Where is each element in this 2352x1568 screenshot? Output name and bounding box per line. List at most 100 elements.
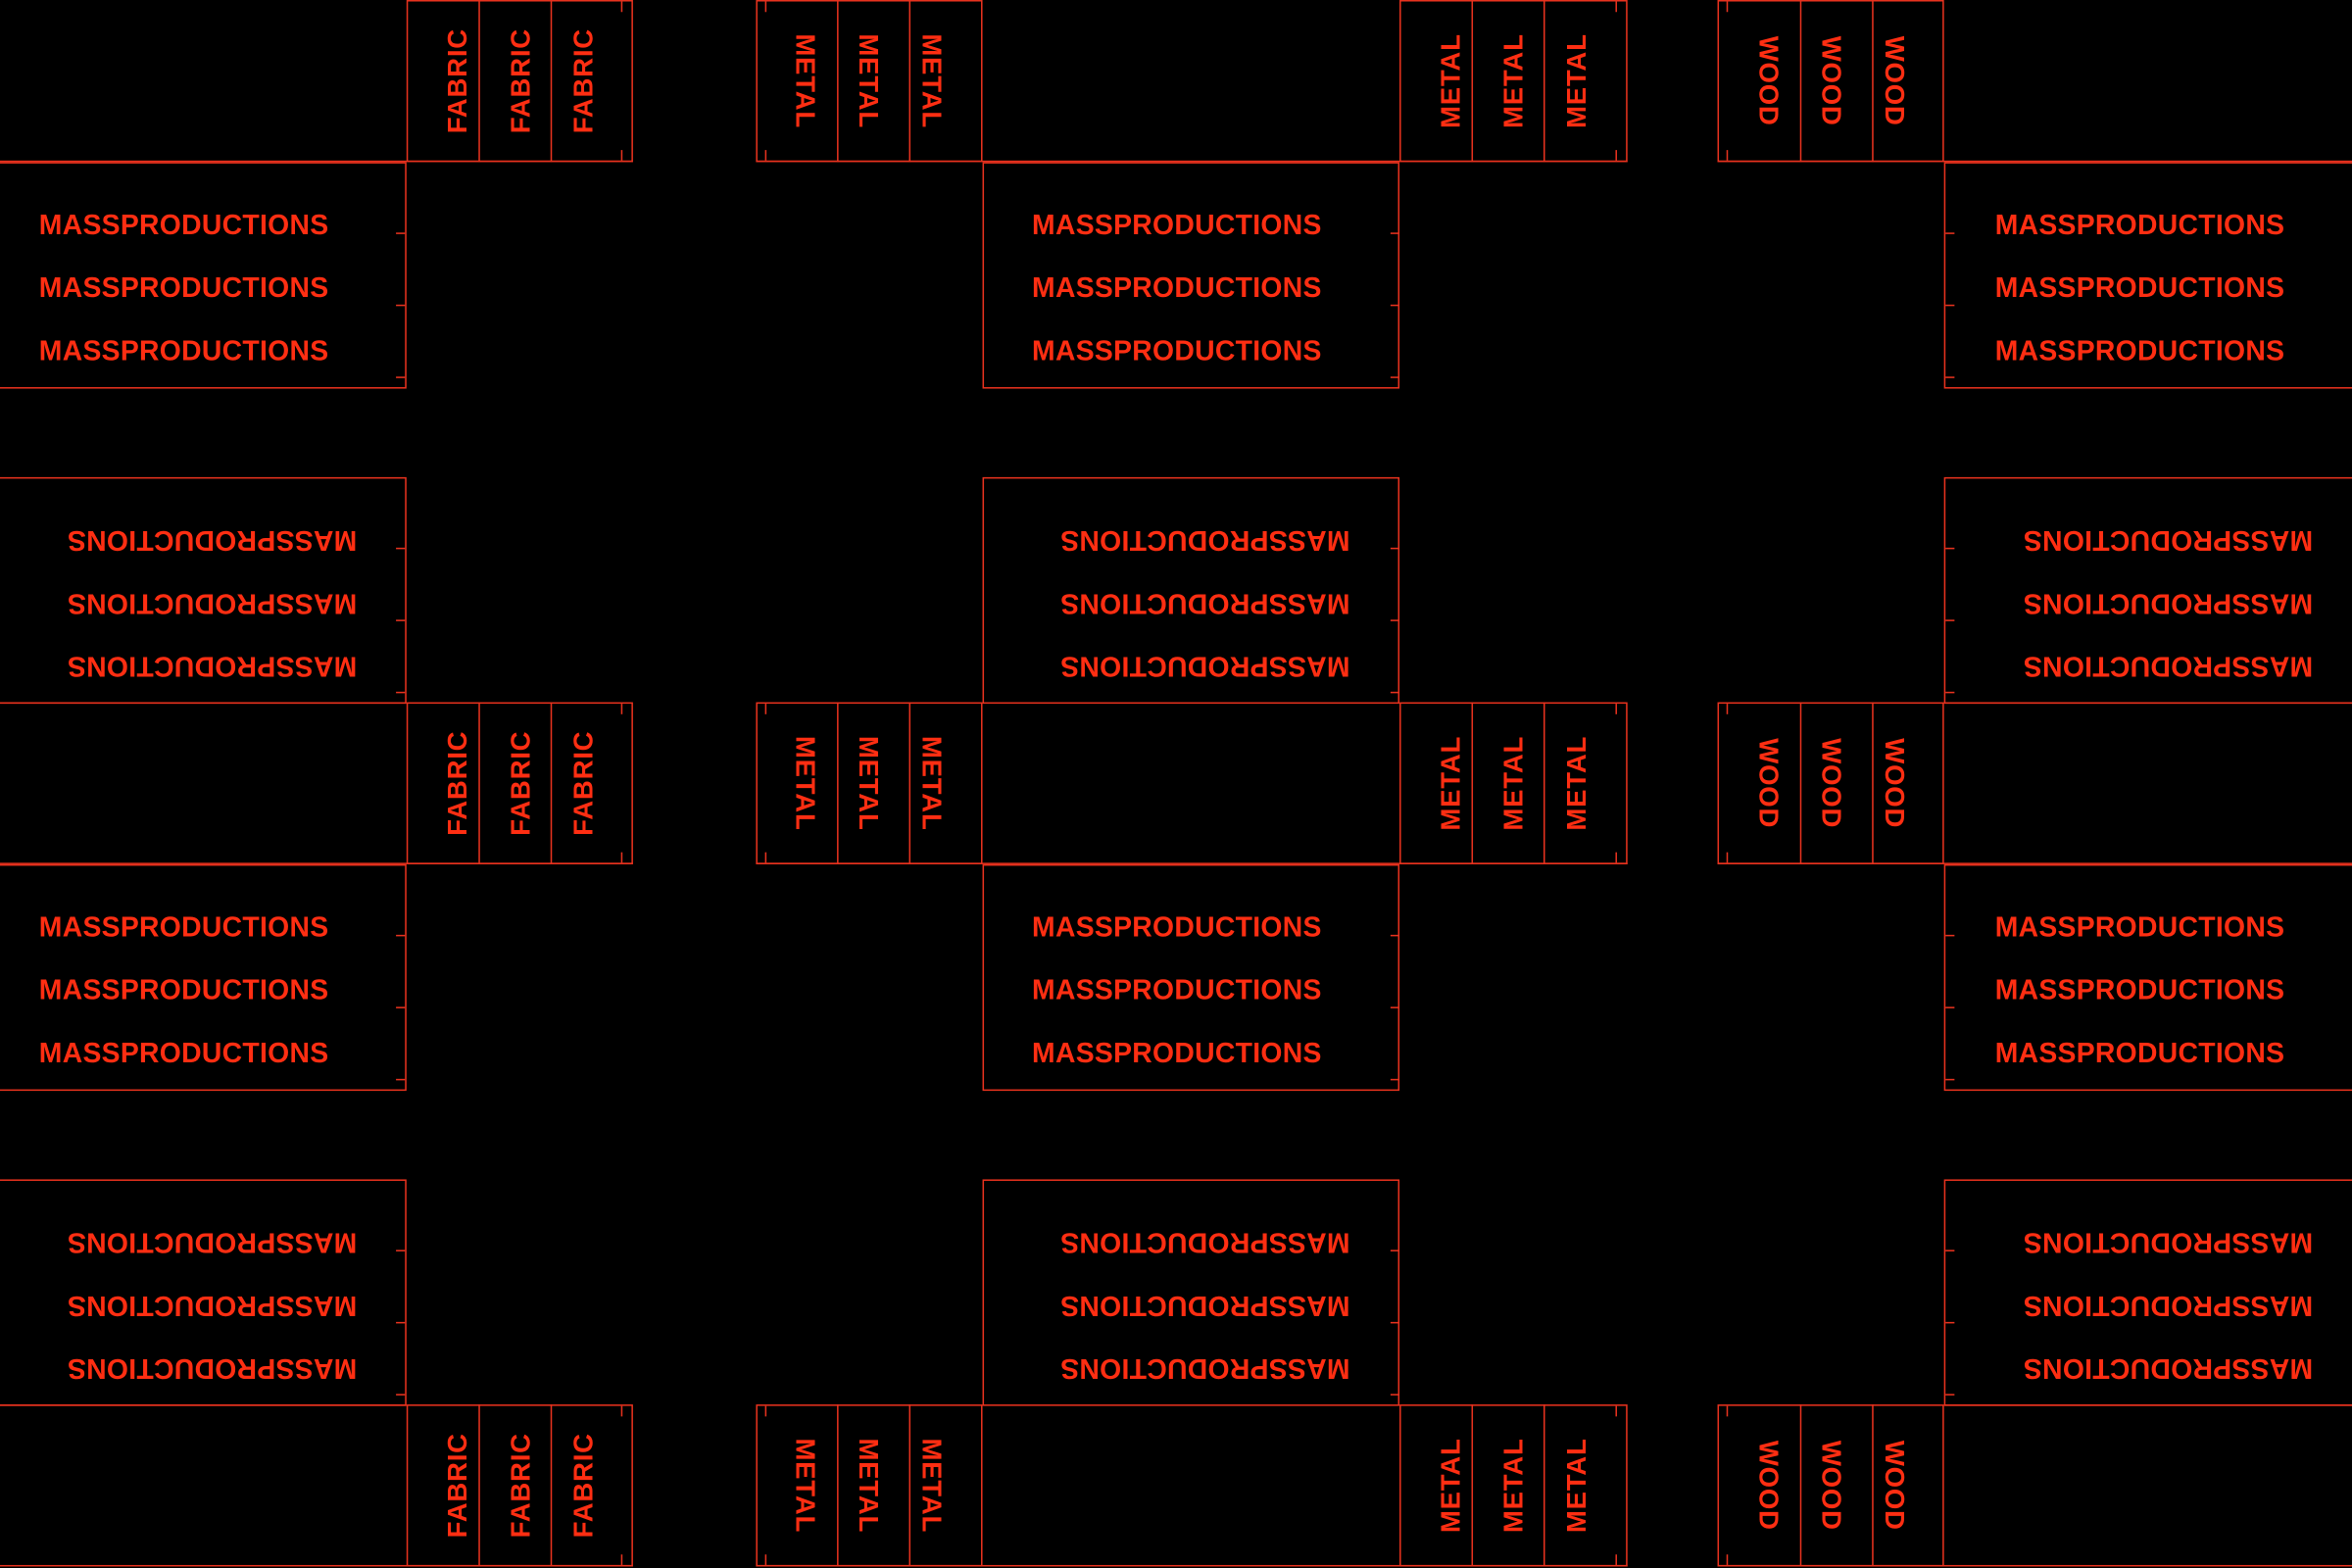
panel-tick bbox=[764, 704, 767, 714]
brand-wordmark: MASSPRODUCTIONS bbox=[1994, 910, 2285, 943]
material-label: WOOD bbox=[1816, 738, 1847, 829]
panel-tick bbox=[1945, 1078, 1955, 1081]
material-label: METAL bbox=[853, 735, 884, 831]
brand-wordmark: MASSPRODUCTIONS bbox=[2023, 524, 2314, 558]
panel-tick bbox=[1726, 150, 1729, 161]
band-line bbox=[0, 1564, 633, 1567]
brand-wordmark: MASSPRODUCTIONS bbox=[38, 334, 329, 367]
panel-divider bbox=[478, 1404, 480, 1567]
brand-panel bbox=[1943, 863, 2352, 1092]
material-label: FABRIC bbox=[505, 1433, 536, 1539]
brand-wordmark: MASSPRODUCTIONS bbox=[1059, 1290, 1350, 1322]
band-line bbox=[756, 160, 1628, 163]
panel-tick bbox=[764, 1, 767, 13]
brand-wordmark: MASSPRODUCTIONS bbox=[67, 651, 358, 683]
material-label: WOOD bbox=[1816, 1440, 1847, 1531]
panel-tick bbox=[1945, 547, 1955, 550]
brand-panel-inverted bbox=[0, 1179, 407, 1406]
panel-tick bbox=[1945, 1006, 1955, 1008]
panel-tick bbox=[1726, 1554, 1729, 1565]
material-label-panel bbox=[756, 1404, 983, 1567]
panel-tick bbox=[1945, 1250, 1955, 1251]
panel-tick bbox=[396, 691, 406, 694]
material-label: METAL bbox=[1498, 33, 1529, 129]
brand-wordmark: MASSPRODUCTIONS bbox=[1032, 910, 1322, 943]
brand-panel bbox=[0, 162, 407, 389]
panel-divider bbox=[1872, 0, 1874, 163]
panel-tick bbox=[396, 376, 406, 378]
panel-tick bbox=[764, 150, 767, 161]
material-label-panel bbox=[1399, 702, 1628, 864]
panel-tick bbox=[764, 852, 767, 863]
material-label: METAL bbox=[853, 33, 884, 129]
material-label: METAL bbox=[916, 735, 947, 831]
material-label-panel bbox=[756, 0, 983, 163]
brand-wordmark: MASSPRODUCTIONS bbox=[1994, 271, 2285, 304]
panel-tick bbox=[1390, 1394, 1400, 1396]
panel-divider bbox=[478, 702, 480, 864]
brand-wordmark: MASSPRODUCTIONS bbox=[67, 524, 358, 558]
panel-tick bbox=[396, 232, 406, 234]
panel-tick bbox=[764, 1554, 767, 1565]
panel-tick bbox=[1390, 1006, 1400, 1008]
panel-divider bbox=[1471, 0, 1474, 163]
panel-divider bbox=[478, 0, 480, 163]
material-label: METAL bbox=[790, 1438, 821, 1534]
panel-tick bbox=[1390, 1078, 1400, 1081]
band-line bbox=[1717, 1564, 2352, 1567]
panel-tick bbox=[1390, 547, 1400, 550]
panel-divider bbox=[1471, 1404, 1474, 1567]
panel-divider bbox=[908, 702, 911, 864]
material-label: METAL bbox=[1435, 33, 1466, 129]
band-line bbox=[0, 862, 633, 864]
panel-divider bbox=[550, 0, 553, 163]
panel-tick bbox=[620, 1, 623, 13]
panel-tick bbox=[620, 1554, 623, 1565]
panel-tick bbox=[396, 619, 406, 621]
brand-wordmark: MASSPRODUCTIONS bbox=[67, 588, 358, 620]
panel-tick bbox=[1615, 1, 1617, 13]
material-label-panel bbox=[1717, 702, 1944, 864]
panel-divider bbox=[908, 1404, 911, 1567]
brand-wordmark: MASSPRODUCTIONS bbox=[2023, 1290, 2314, 1322]
brand-wordmark: MASSPRODUCTIONS bbox=[1032, 271, 1322, 304]
panel-tick bbox=[1945, 619, 1955, 621]
band-line bbox=[0, 160, 633, 163]
brand-wordmark: MASSPRODUCTIONS bbox=[1994, 208, 2285, 240]
panel-tick bbox=[620, 704, 623, 714]
panel-divider bbox=[550, 702, 553, 864]
material-label: METAL bbox=[1498, 735, 1529, 831]
panel-tick bbox=[1390, 619, 1400, 621]
panel-divider bbox=[550, 1404, 553, 1567]
panel-tick bbox=[1945, 376, 1955, 378]
material-label: METAL bbox=[853, 1438, 884, 1534]
material-label: METAL bbox=[916, 1438, 947, 1534]
panel-tick bbox=[1390, 1250, 1400, 1251]
band-line bbox=[1717, 160, 2352, 163]
material-label: WOOD bbox=[1879, 35, 1910, 126]
brand-wordmark: MASSPRODUCTIONS bbox=[67, 1353, 358, 1386]
brand-wordmark: MASSPRODUCTIONS bbox=[38, 910, 329, 943]
panel-divider bbox=[1872, 702, 1874, 864]
brand-wordmark: MASSPRODUCTIONS bbox=[1994, 334, 2285, 367]
material-label-panel bbox=[1717, 1404, 1944, 1567]
material-label: WOOD bbox=[1816, 35, 1847, 126]
brand-wordmark: MASSPRODUCTIONS bbox=[2023, 1353, 2314, 1386]
brand-panel bbox=[1943, 162, 2352, 389]
brand-wordmark: MASSPRODUCTIONS bbox=[67, 1227, 358, 1259]
brand-wordmark: MASSPRODUCTIONS bbox=[1059, 1227, 1350, 1259]
material-label: FABRIC bbox=[568, 1433, 599, 1539]
brand-wordmark: MASSPRODUCTIONS bbox=[1059, 651, 1350, 683]
brand-wordmark: MASSPRODUCTIONS bbox=[1059, 588, 1350, 620]
panel-tick bbox=[1390, 376, 1400, 378]
band-line bbox=[756, 1564, 1628, 1567]
panel-tick bbox=[620, 150, 623, 161]
material-label: FABRIC bbox=[505, 28, 536, 134]
material-label: METAL bbox=[1435, 1438, 1466, 1534]
material-label: WOOD bbox=[1753, 1440, 1784, 1531]
brand-panel-inverted bbox=[1943, 1179, 2352, 1406]
panel-tick bbox=[1726, 852, 1729, 863]
brand-panel-inverted bbox=[982, 476, 1400, 705]
material-label: FABRIC bbox=[505, 730, 536, 836]
material-label-panel bbox=[406, 1404, 633, 1567]
